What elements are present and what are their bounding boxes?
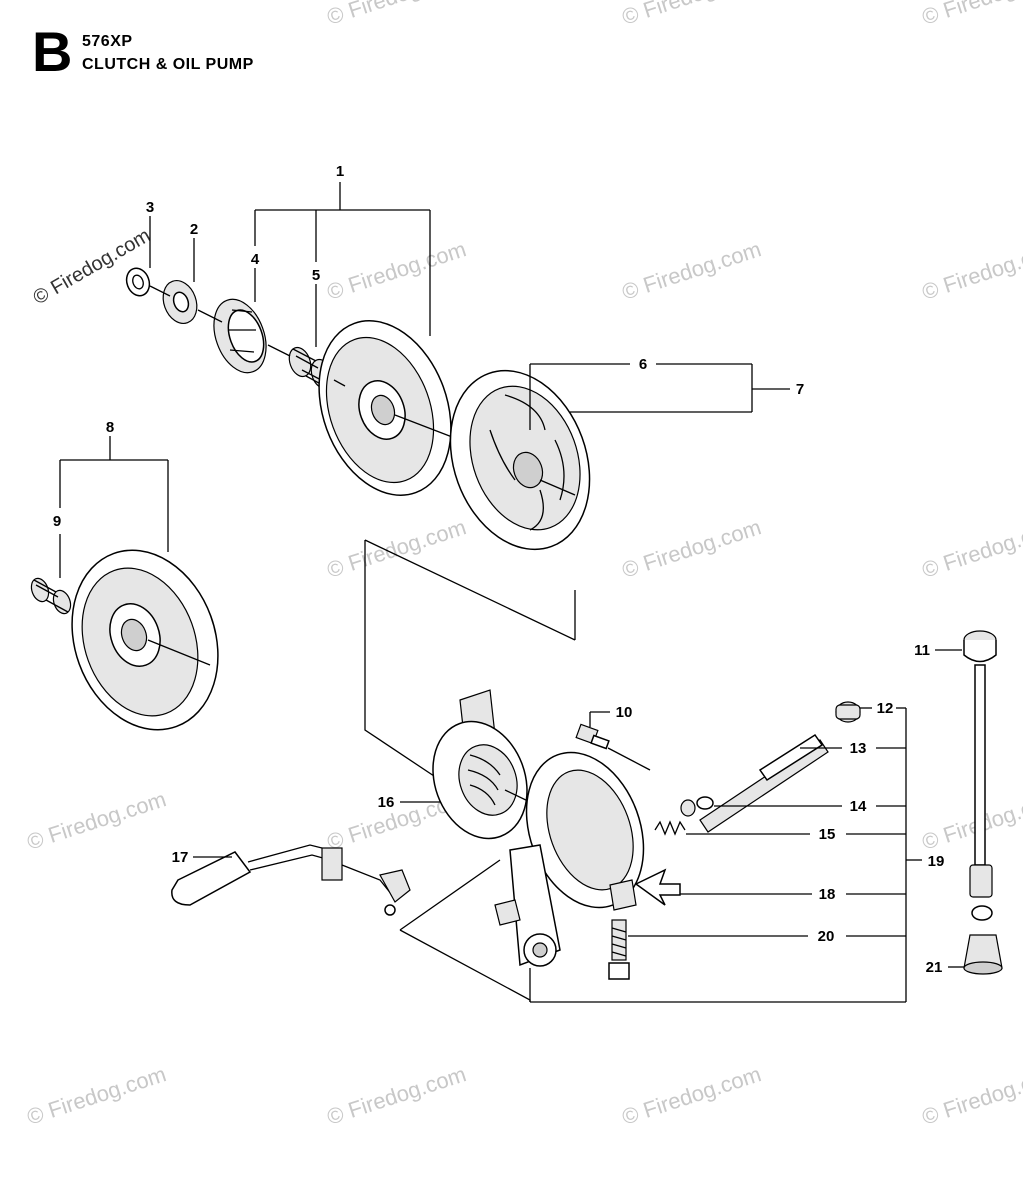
callout-8: 8	[106, 419, 114, 436]
watermark: © Firedog.com	[919, 786, 1023, 854]
part-10-screw	[575, 723, 651, 771]
part-9-needle-bearing	[30, 577, 72, 615]
watermark: © Firedog.com	[324, 236, 469, 304]
part-13-plunger	[699, 733, 829, 833]
part-2-washer	[162, 280, 198, 324]
leader-lines	[59, 182, 964, 1003]
part-8-clutch-drum	[71, 549, 219, 731]
callout-14: 14	[850, 798, 867, 815]
callout-10: 10	[616, 704, 633, 721]
part-19-pump-housing	[494, 751, 645, 967]
callout-4: 4	[251, 251, 260, 268]
page-title: CLUTCH & OIL PUMP	[82, 56, 254, 73]
part-14-washer	[680, 796, 714, 817]
watermark: © Firedog.com	[324, 0, 469, 30]
watermark: © Firedog.com	[24, 1061, 169, 1129]
part-4-rim-sprocket	[213, 298, 267, 374]
callout-7: 7	[796, 381, 804, 398]
watermark: © Firedog.com	[619, 1061, 764, 1129]
callout-1: 1	[336, 163, 344, 180]
watermark: © Firedog.com	[30, 225, 155, 310]
callout-13: 13	[850, 740, 867, 757]
callout-18: 18	[819, 886, 836, 903]
callout-5: 5	[312, 267, 320, 284]
callout-12: 12	[877, 700, 894, 717]
part-20-adjust-screw	[608, 919, 630, 980]
callout-3: 3	[146, 199, 154, 216]
callout-16: 16	[378, 794, 395, 811]
watermark: © Firedog.com	[619, 236, 764, 304]
callout-6: 6	[639, 356, 647, 373]
watermark: © Firedog.com	[919, 1061, 1023, 1129]
part-6-clutch-shoes	[449, 369, 591, 551]
callout-9: 9	[53, 513, 61, 530]
callout-15: 15	[819, 826, 836, 843]
watermark: © Firedog.com	[324, 1061, 469, 1129]
sheet-letter: B	[32, 20, 73, 83]
part-1-clutch-drum	[318, 320, 461, 496]
callout-19: 19	[928, 853, 945, 870]
part-15-spring	[654, 820, 686, 836]
watermark: © Firedog.com	[619, 514, 764, 582]
watermark: © Firedog.com	[324, 514, 469, 582]
callout-labels: 1 2 3 4 5 6 7 8 9 10 11 12 13 14 15 16 1…	[53, 163, 945, 976]
callout-21: 21	[926, 959, 943, 976]
part-21-filter	[963, 934, 1003, 975]
part-18-arrow	[634, 868, 681, 906]
part-3-clip	[125, 267, 151, 297]
watermark: © Firedog.com	[919, 236, 1023, 304]
watermark: © Firedog.com	[919, 0, 1023, 30]
callout-11: 11	[914, 642, 930, 659]
watermark: © Firedog.com	[619, 0, 764, 30]
part-17-suction-hose	[171, 844, 411, 916]
explode-lines	[149, 285, 576, 1002]
watermark: © Firedog.com	[919, 514, 1023, 582]
callout-2: 2	[190, 221, 198, 238]
part-12-cap	[835, 701, 861, 723]
callout-17: 17	[172, 849, 189, 866]
watermark: © Firedog.com	[24, 786, 169, 854]
part-11-oil-pipe	[963, 630, 997, 921]
model-number: 576XP	[82, 33, 133, 50]
callout-20: 20	[818, 928, 835, 945]
part-16-pump-gear	[432, 689, 531, 840]
